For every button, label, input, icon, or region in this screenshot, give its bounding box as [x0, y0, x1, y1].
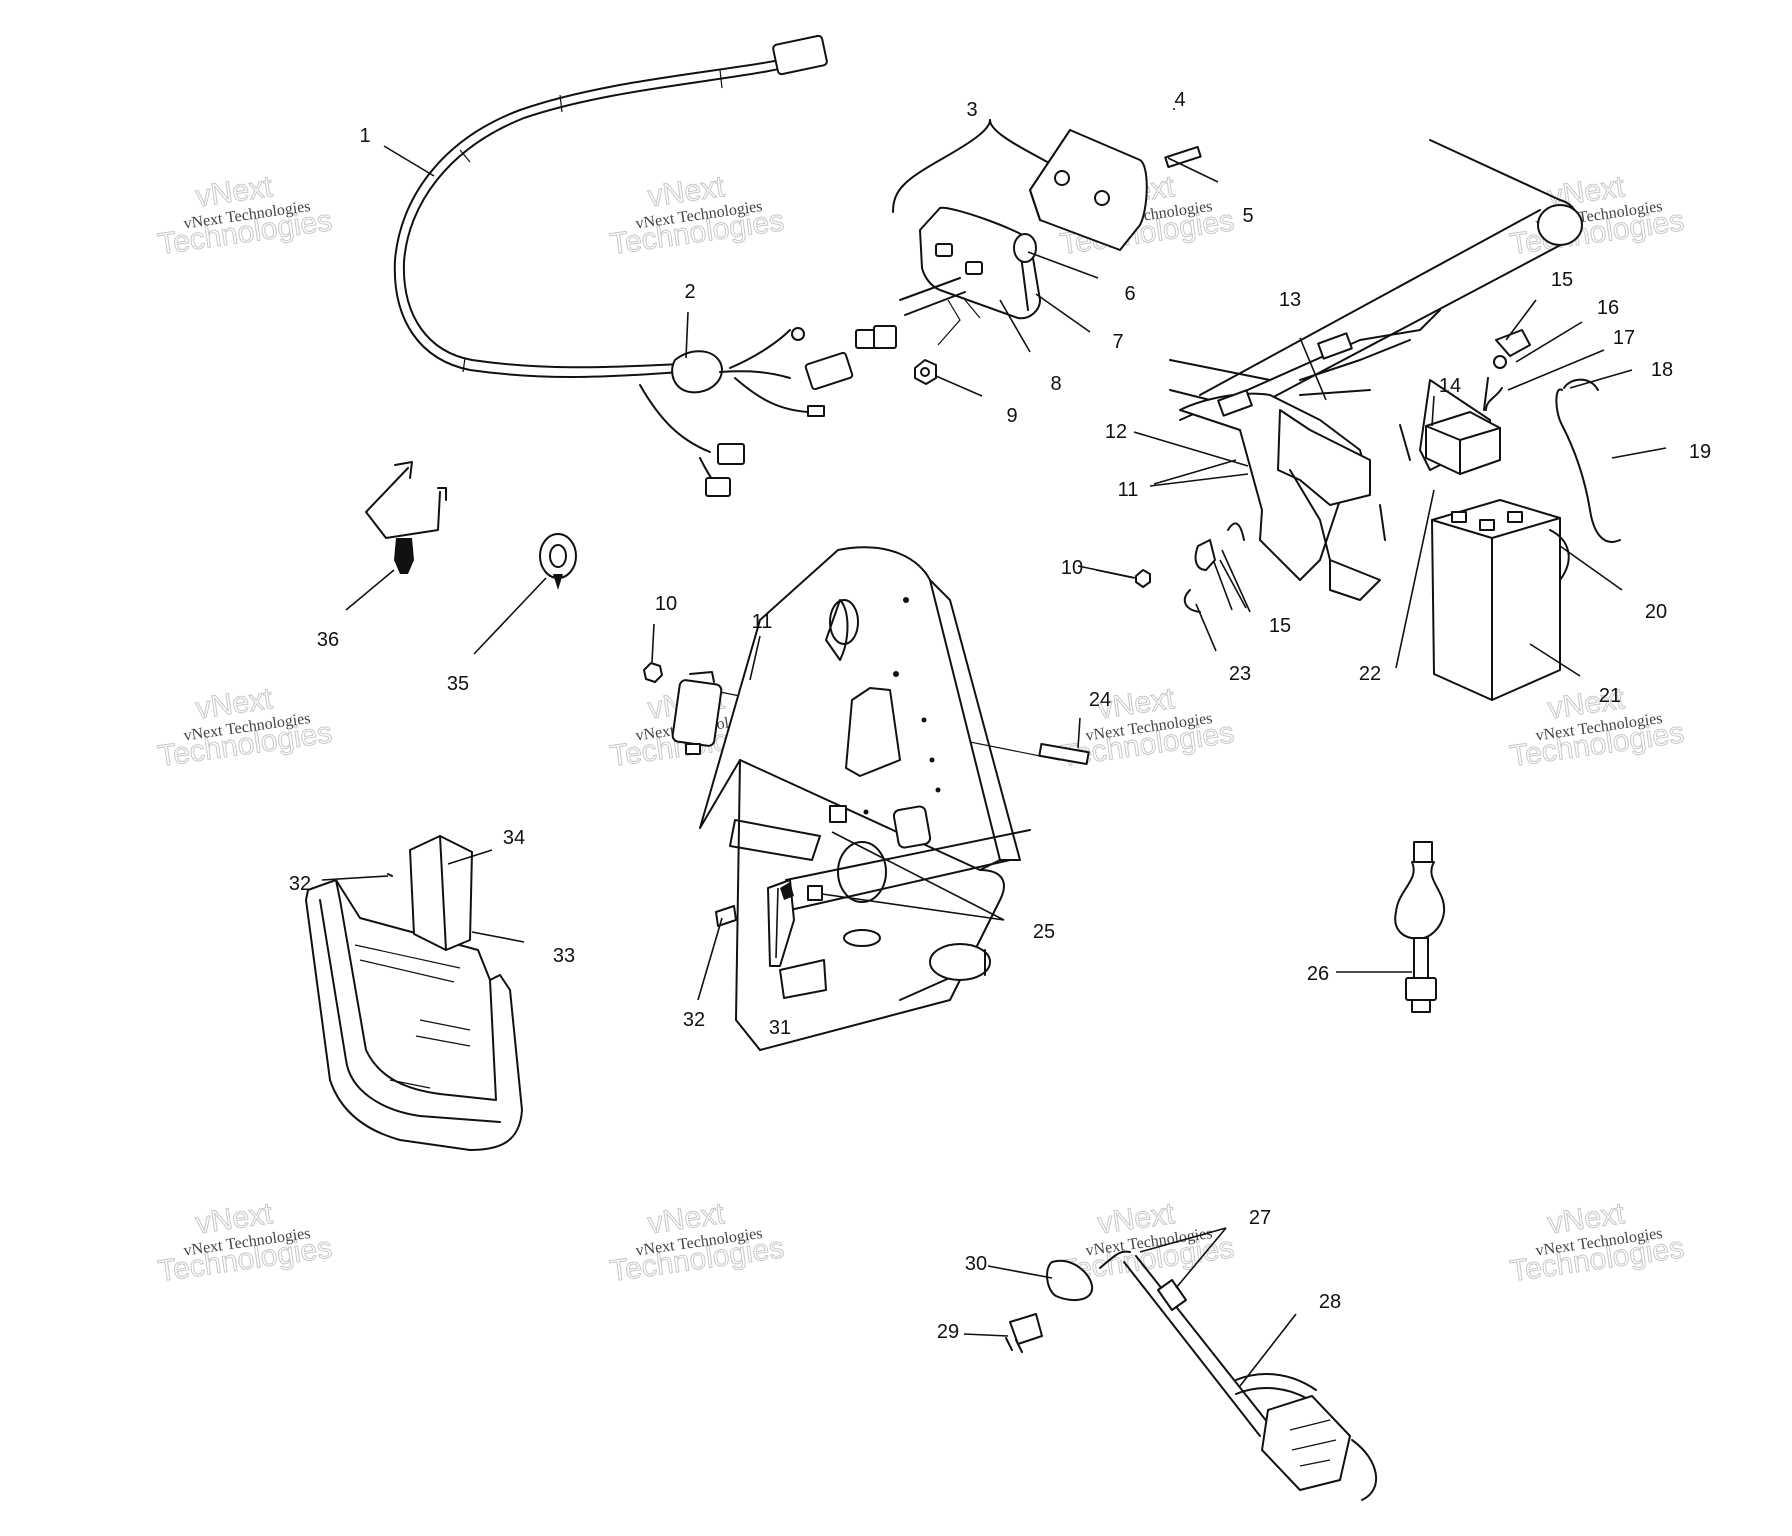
callout-33: 33: [553, 945, 575, 967]
fastener-clip: [365, 461, 447, 574]
callout-18: 18: [1651, 359, 1673, 381]
callout-17: 17: [1613, 327, 1635, 349]
callout-6: 6: [1124, 283, 1135, 305]
rear-frame: [1169, 139, 1583, 601]
callout-27: 27: [1249, 1207, 1271, 1229]
callout-30: 30: [965, 1253, 987, 1275]
callout-28: 28: [1319, 1291, 1341, 1313]
callout-20: 20: [1645, 601, 1667, 623]
callout-11a: 11: [1118, 479, 1139, 501]
callout-15a: 15: [1551, 269, 1573, 291]
callout-24: 24: [1089, 689, 1111, 711]
callout-10b: 10: [655, 593, 677, 615]
callout-31: 31: [769, 1017, 791, 1039]
battery: [1135, 329, 1621, 701]
brake-switch: [1394, 841, 1446, 1013]
callout-14: 14: [1439, 375, 1461, 397]
callout-23: 23: [1229, 663, 1251, 685]
leader-lines: [321, 108, 1667, 1387]
callout-21: 21: [1599, 685, 1621, 707]
callout-5: 5: [1242, 205, 1253, 227]
callout-2: 2: [684, 281, 695, 303]
callout-1: 1: [359, 125, 370, 147]
callout-19: 19: [1689, 441, 1711, 463]
callout-11b: 11: [752, 611, 773, 633]
callout-4: 4: [1174, 89, 1185, 111]
callout-15b: 15: [1269, 615, 1291, 637]
callout-13: 13: [1279, 289, 1301, 311]
tail-light-assembly: [855, 119, 1202, 385]
callout-16: 16: [1597, 297, 1619, 319]
callout-3: 3: [966, 99, 977, 121]
callout-8: 8: [1050, 373, 1061, 395]
callout-10a: 10: [1061, 557, 1083, 579]
rear-guard: [305, 835, 523, 1151]
wiring-harness: [393, 34, 854, 497]
callout-26: 26: [1307, 963, 1329, 985]
callout-29: 29: [937, 1321, 959, 1343]
grommet: [539, 533, 577, 590]
center-panel: [699, 546, 1021, 903]
callout-9: 9: [1006, 405, 1017, 427]
callout-36: 36: [317, 629, 339, 651]
callout-labels: 1 2 3 4 5 6 7 8 9 10 10 11 11 12 13 14 1…: [289, 89, 1711, 1343]
callout-25: 25: [1033, 921, 1055, 943]
callout-32a: 32: [683, 1009, 705, 1031]
callout-32b: 32: [289, 873, 311, 895]
throttle-switch: [1005, 1250, 1378, 1501]
callout-22: 22: [1359, 663, 1381, 685]
callout-34: 34: [503, 827, 525, 849]
callout-7: 7: [1112, 331, 1123, 353]
callout-35: 35: [447, 673, 469, 695]
callout-12: 12: [1105, 421, 1127, 443]
